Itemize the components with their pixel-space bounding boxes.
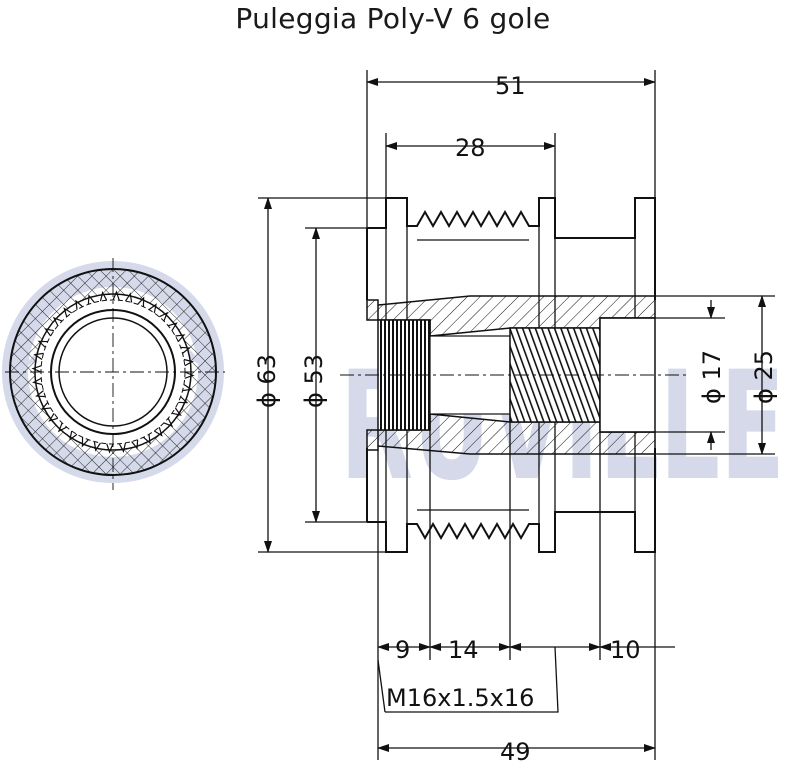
dim-seg-b: 14 xyxy=(448,636,479,664)
spline-tooth xyxy=(40,402,51,410)
spline-tooth xyxy=(37,340,48,348)
end-view xyxy=(5,258,225,490)
spline-tooth xyxy=(69,430,78,441)
spline-tooth xyxy=(125,292,133,303)
spline-tooth xyxy=(31,365,42,373)
dim-seg-c: 10 xyxy=(610,636,641,664)
dim-groove-width: 28 xyxy=(455,134,486,162)
spline-tooth xyxy=(183,358,194,367)
spline-tooth xyxy=(131,439,139,450)
spline-tooth xyxy=(143,434,151,445)
dim-bore-small: ϕ 17 xyxy=(698,350,726,404)
spline-tooth xyxy=(180,346,191,354)
spline-tooth xyxy=(148,303,157,314)
spline-tooth xyxy=(35,390,46,398)
spline-tooth xyxy=(184,371,195,379)
spline-tooth xyxy=(63,307,73,318)
spline-teeth xyxy=(31,290,195,454)
dim-bore-large: ϕ 25 xyxy=(750,350,778,404)
spline-tooth xyxy=(106,443,114,454)
dim-groove-diameter: ϕ 53 xyxy=(300,354,328,408)
dim-thread: M16x1.5x16 xyxy=(386,684,534,712)
spline-tooth xyxy=(44,328,55,337)
dim-seg-a: 9 xyxy=(395,636,410,664)
spline-tooth xyxy=(87,294,95,305)
spline-tooth xyxy=(178,396,189,404)
drawing-title: Puleggia Poly-V 6 gole xyxy=(235,2,551,35)
spline-tooth xyxy=(93,441,101,452)
spline-tooth xyxy=(153,426,163,437)
spline-tooth xyxy=(57,422,67,433)
dim-outer-diameter: ϕ 63 xyxy=(253,354,281,408)
spline-tooth xyxy=(175,334,186,342)
spline-tooth xyxy=(52,316,63,326)
spline-tooth xyxy=(99,291,108,302)
spline-tooth xyxy=(81,437,89,448)
spline-tooth xyxy=(167,322,178,332)
spline-tooth xyxy=(137,296,145,307)
spline-tooth xyxy=(32,377,43,386)
spline-tooth xyxy=(33,352,44,360)
spline-tooth xyxy=(182,384,193,392)
dim-bottom-length: 49 xyxy=(500,738,531,766)
spline-tooth xyxy=(163,418,174,428)
dimension-lines xyxy=(258,70,775,760)
section-view xyxy=(340,197,690,553)
spline-tooth xyxy=(112,290,120,301)
dim-overall-length: 51 xyxy=(495,72,526,100)
spline-tooth xyxy=(171,407,182,416)
spline-tooth xyxy=(48,412,59,422)
spline-tooth xyxy=(75,299,83,310)
spline-tooth xyxy=(159,311,169,322)
spline-tooth xyxy=(118,442,127,453)
